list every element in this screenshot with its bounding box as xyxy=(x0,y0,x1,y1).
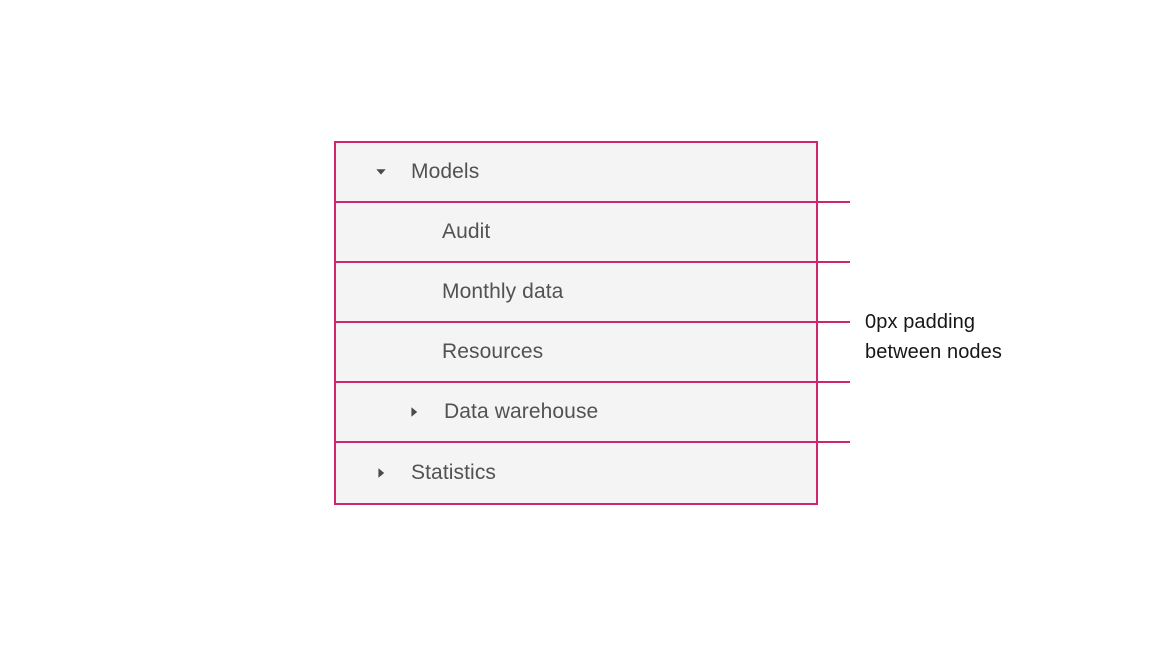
annotation-text: 0px padding between nodes xyxy=(865,307,1002,367)
tree-node-models[interactable]: Models xyxy=(336,143,816,203)
spacing-annotation-line xyxy=(818,261,850,263)
caret-right-icon[interactable] xyxy=(373,465,389,481)
tree-node-label: Audit xyxy=(442,220,491,243)
spacing-annotation-line xyxy=(818,381,850,383)
tree-node-audit[interactable]: Audit xyxy=(336,203,816,263)
tree-node-resources[interactable]: Resources xyxy=(336,323,816,383)
tree-node-monthly-data[interactable]: Monthly data xyxy=(336,263,816,323)
spacing-annotation-line xyxy=(818,321,850,323)
caret-down-icon[interactable] xyxy=(373,164,389,180)
tree-node-label: Resources xyxy=(442,340,544,363)
caret-right-icon[interactable] xyxy=(406,404,422,420)
tree-node-statistics[interactable]: Statistics xyxy=(336,443,816,503)
tree-node-label: Monthly data xyxy=(442,280,564,303)
tree-node-label: Statistics xyxy=(411,461,497,484)
tree-view: Models Audit Monthly data Resources Data… xyxy=(334,141,818,505)
tree-node-label: Models xyxy=(411,160,480,183)
spacing-annotation-line xyxy=(818,441,850,443)
annotation-line-1: 0px padding xyxy=(865,311,976,333)
tree-node-label: Data warehouse xyxy=(444,400,599,423)
tree-node-data-warehouse[interactable]: Data warehouse xyxy=(336,383,816,443)
annotation-line-2: between nodes xyxy=(865,341,1002,363)
spacing-annotation-line xyxy=(818,201,850,203)
